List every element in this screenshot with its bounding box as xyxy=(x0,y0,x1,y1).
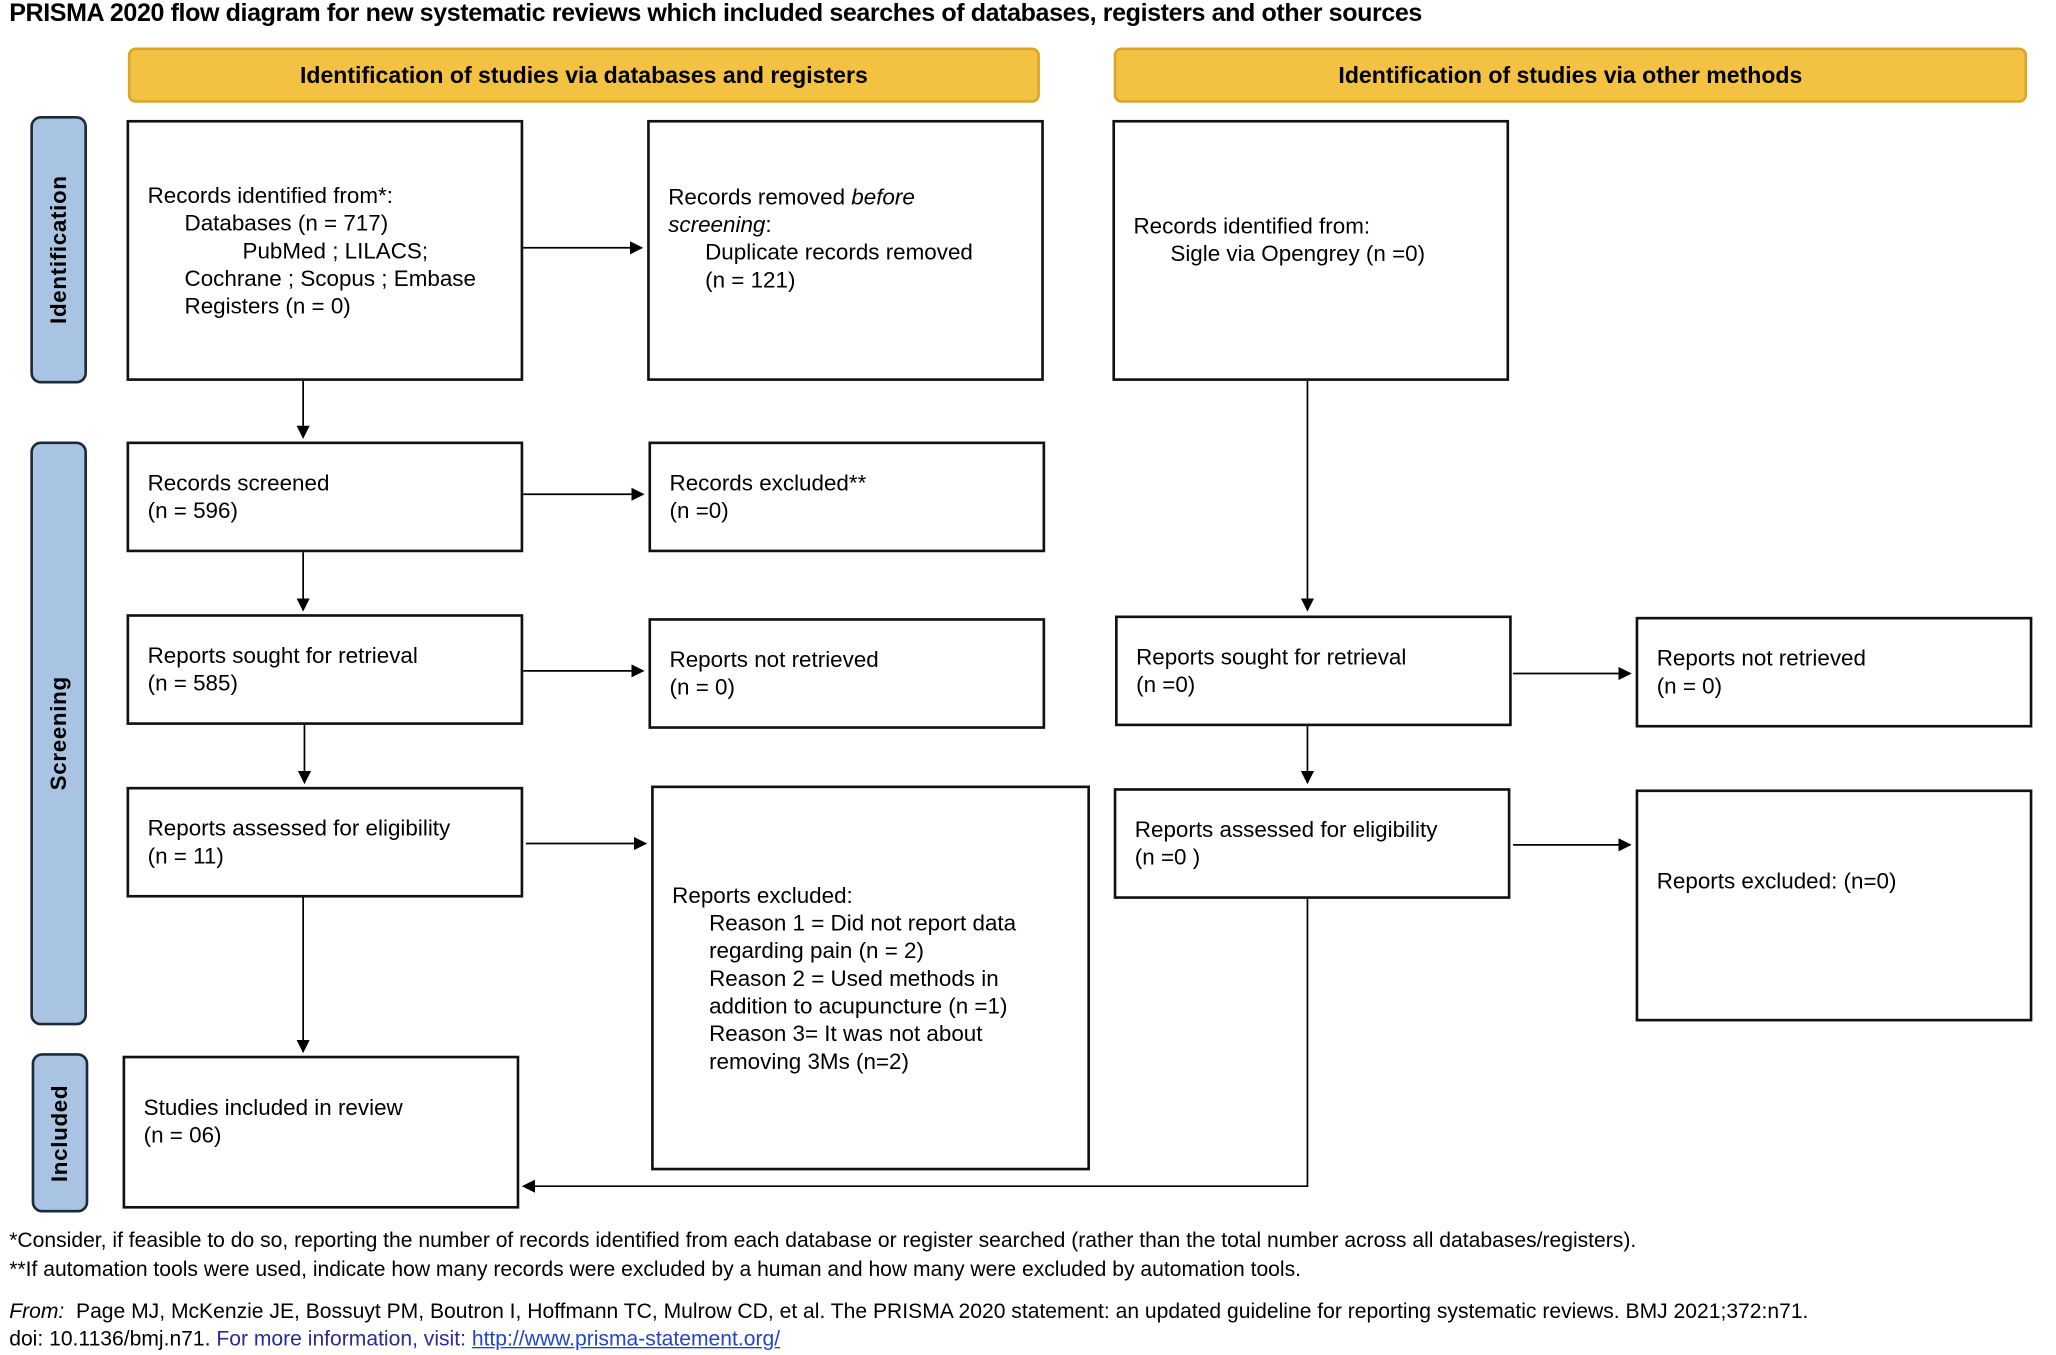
box-other-reports-sought: Reports sought for retrieval (n =0) xyxy=(1115,615,1512,727)
text-line: Reports assessed for eligibility xyxy=(1134,817,1438,843)
header-other-label: Identification of studies via other meth… xyxy=(1338,61,1803,88)
text-line: Records excluded** xyxy=(669,470,867,496)
text-span: screening xyxy=(668,212,766,238)
text-line: Reports excluded: (n=0) xyxy=(1656,868,1897,894)
text-line: Studies included in review xyxy=(143,1095,403,1121)
text-line: Duplicate records removed xyxy=(705,239,973,265)
footnote-2: **If automation tools were used, indicat… xyxy=(9,1258,1302,1282)
text-line: Records identified from*: xyxy=(147,182,393,208)
box-other-reports-assessed: Reports assessed for eligibility (n =0 ) xyxy=(1113,788,1511,899)
stage-screening: Screening xyxy=(30,441,87,1026)
citation: From: Page MJ, McKenzie JE, Bossuyt PM, … xyxy=(9,1301,1808,1325)
arrow xyxy=(521,898,1309,1193)
box-reports-assessed: Reports assessed for eligibility (n = 11… xyxy=(126,786,524,898)
text-line: (n = 06) xyxy=(143,1122,222,1148)
text-line: Reports not retrieved xyxy=(669,647,879,673)
text-line: Reports sought for retrieval xyxy=(147,643,418,669)
citation-text: Page MJ, McKenzie JE, Bossuyt PM, Boutro… xyxy=(76,1300,1809,1324)
text-line: Reason 1 = Did not report data xyxy=(709,910,1017,936)
text-line: Records screened xyxy=(147,470,330,496)
text-line: addition to acupuncture (n =1) xyxy=(709,993,1008,1019)
text-line: (n = 11) xyxy=(147,843,224,869)
text-span: before xyxy=(851,184,915,210)
stage-identification: Identification xyxy=(30,115,87,384)
prisma-link[interactable]: http://www.prisma-statement.org/ xyxy=(471,1328,781,1351)
text-line: (n =0) xyxy=(669,498,729,524)
text-line: Reports excluded: xyxy=(672,882,853,908)
text-line: Registers (n = 0) xyxy=(184,293,351,319)
box-records-identified: Records identified from*: Databases (n =… xyxy=(126,119,524,381)
from-label: From: xyxy=(9,1300,65,1324)
text-line: Reports assessed for eligibility xyxy=(147,815,451,841)
text-line: screening: xyxy=(668,211,1023,239)
text-line: (n = 0) xyxy=(1656,673,1723,699)
box-reports-excluded: Reports excluded: Reason 1 = Did not rep… xyxy=(651,785,1090,1171)
text-line: regarding pain (n = 2) xyxy=(709,937,924,963)
text-line: Reason 2 = Used methods in xyxy=(709,965,999,991)
box-other-reports-excluded: Reports excluded: (n=0) xyxy=(1635,789,2033,1022)
box-records-removed: Records removed before screening: Duplic… xyxy=(647,119,1044,381)
text-line: Reports not retrieved xyxy=(1656,645,1866,671)
text-line: Databases (n = 717) xyxy=(184,210,389,236)
box-records-excluded: Records excluded** (n =0) xyxy=(648,441,1046,553)
text-line: Sigle via Opengrey (n =0) xyxy=(1170,241,1426,267)
text-line: removing 3Ms (n=2) xyxy=(709,1048,909,1074)
box-studies-included: Studies included in review (n = 06) xyxy=(122,1055,520,1209)
text-line: Reason 3= It was not about xyxy=(709,1020,983,1046)
text-line: Cochrane ; Scopus ; Embase xyxy=(184,265,476,291)
text-line: (n =0 ) xyxy=(1134,844,1201,870)
text-line: (n =0) xyxy=(1136,672,1196,698)
stage-included: Included xyxy=(31,1053,89,1213)
more-info-text: For more information, visit: xyxy=(216,1328,466,1351)
text-line: (n = 585) xyxy=(147,670,238,696)
box-reports-not-retrieved: Reports not retrieved (n = 0) xyxy=(648,618,1046,729)
text-span: : xyxy=(765,212,772,238)
text-line: (n = 121) xyxy=(705,267,796,293)
box-other-identified: Records identified from: Sigle via Openg… xyxy=(1112,119,1510,381)
text-line: Records removed before xyxy=(668,183,1023,211)
text-line: (n = 596) xyxy=(147,498,238,524)
footnote-1: *Consider, if feasible to do so, reporti… xyxy=(9,1229,1637,1253)
text-line: PubMed ; LILACS; xyxy=(242,237,429,263)
doi-line: doi: 10.1136/bmj.n71. For more informati… xyxy=(9,1329,780,1353)
box-reports-sought: Reports sought for retrieval (n = 585) xyxy=(126,614,524,725)
text-line: (n = 0) xyxy=(669,674,735,700)
text-span: Records removed xyxy=(668,184,852,210)
header-databases-label: Identification of studies via databases … xyxy=(299,61,868,88)
box-other-not-retrieved: Reports not retrieved (n = 0) xyxy=(1635,616,2033,728)
diagram-title: PRISMA 2020 flow diagram for new systema… xyxy=(9,0,1422,28)
header-other: Identification of studies via other meth… xyxy=(1113,47,2028,103)
text-line: Reports sought for retrieval xyxy=(1136,644,1407,670)
box-records-screened: Records screened (n = 596) xyxy=(126,441,524,553)
doi-text: doi: 10.1136/bmj.n71. xyxy=(9,1328,211,1351)
text-line: Records identified from: xyxy=(1133,213,1371,239)
header-databases: Identification of studies via databases … xyxy=(127,47,1040,103)
